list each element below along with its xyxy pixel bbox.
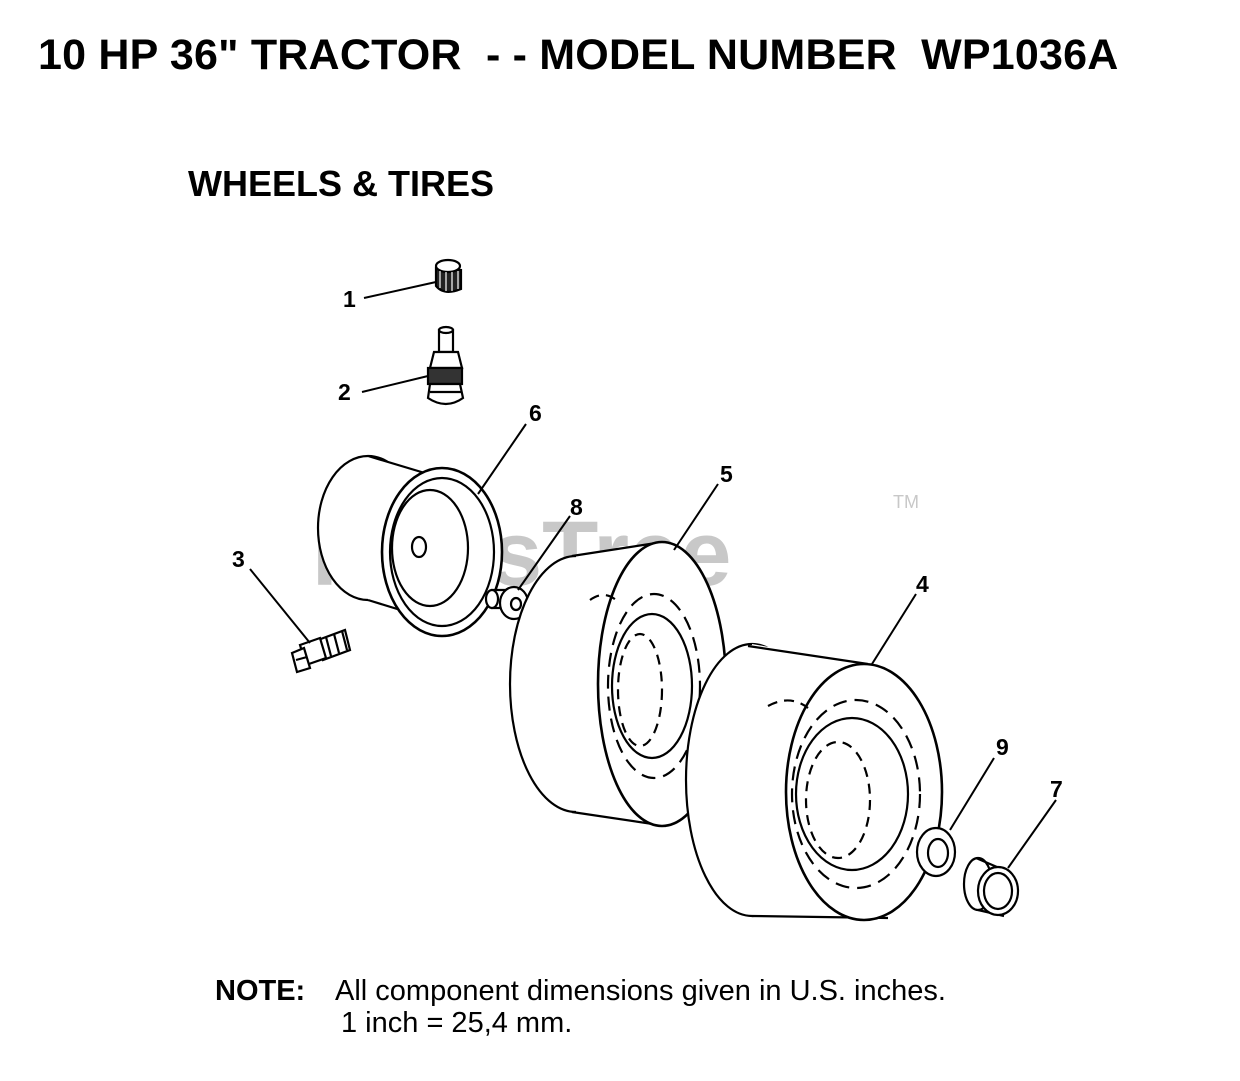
tire-rear-part — [684, 642, 944, 922]
watermark-tm: TM — [893, 492, 919, 512]
valve-cap-part — [434, 258, 463, 293]
bushing-part — [962, 856, 1020, 918]
note-label: NOTE: — [215, 975, 306, 1007]
callout-labels: 1 2 3 4 5 6 7 8 9 — [232, 286, 1063, 802]
section-title: WHEELS & TIRES — [188, 163, 495, 204]
callout-9: 9 — [996, 734, 1009, 760]
leader-lines — [249, 281, 1057, 869]
callout-6: 6 — [529, 400, 542, 426]
grease-fitting-part — [290, 628, 352, 674]
callout-3: 3 — [232, 546, 245, 572]
note-line-1: All component dimensions given in U.S. i… — [335, 975, 946, 1007]
callout-2: 2 — [338, 379, 351, 405]
callout-7: 7 — [1050, 776, 1063, 802]
dimensions-note: NOTE: All component dimensions given in U… — [215, 975, 946, 1040]
washer-part — [915, 826, 957, 878]
callout-1: 1 — [343, 286, 356, 312]
valve-stem-part — [426, 325, 465, 406]
note-line-2: 1 inch = 25,4 mm. — [341, 1007, 573, 1040]
callout-8: 8 — [570, 494, 583, 520]
rim-part — [316, 454, 504, 638]
callout-4: 4 — [916, 571, 929, 597]
callout-5: 5 — [720, 461, 733, 487]
page-title: 10 HP 36" TRACTOR - - MODEL NUMBER WP103… — [38, 31, 1119, 79]
